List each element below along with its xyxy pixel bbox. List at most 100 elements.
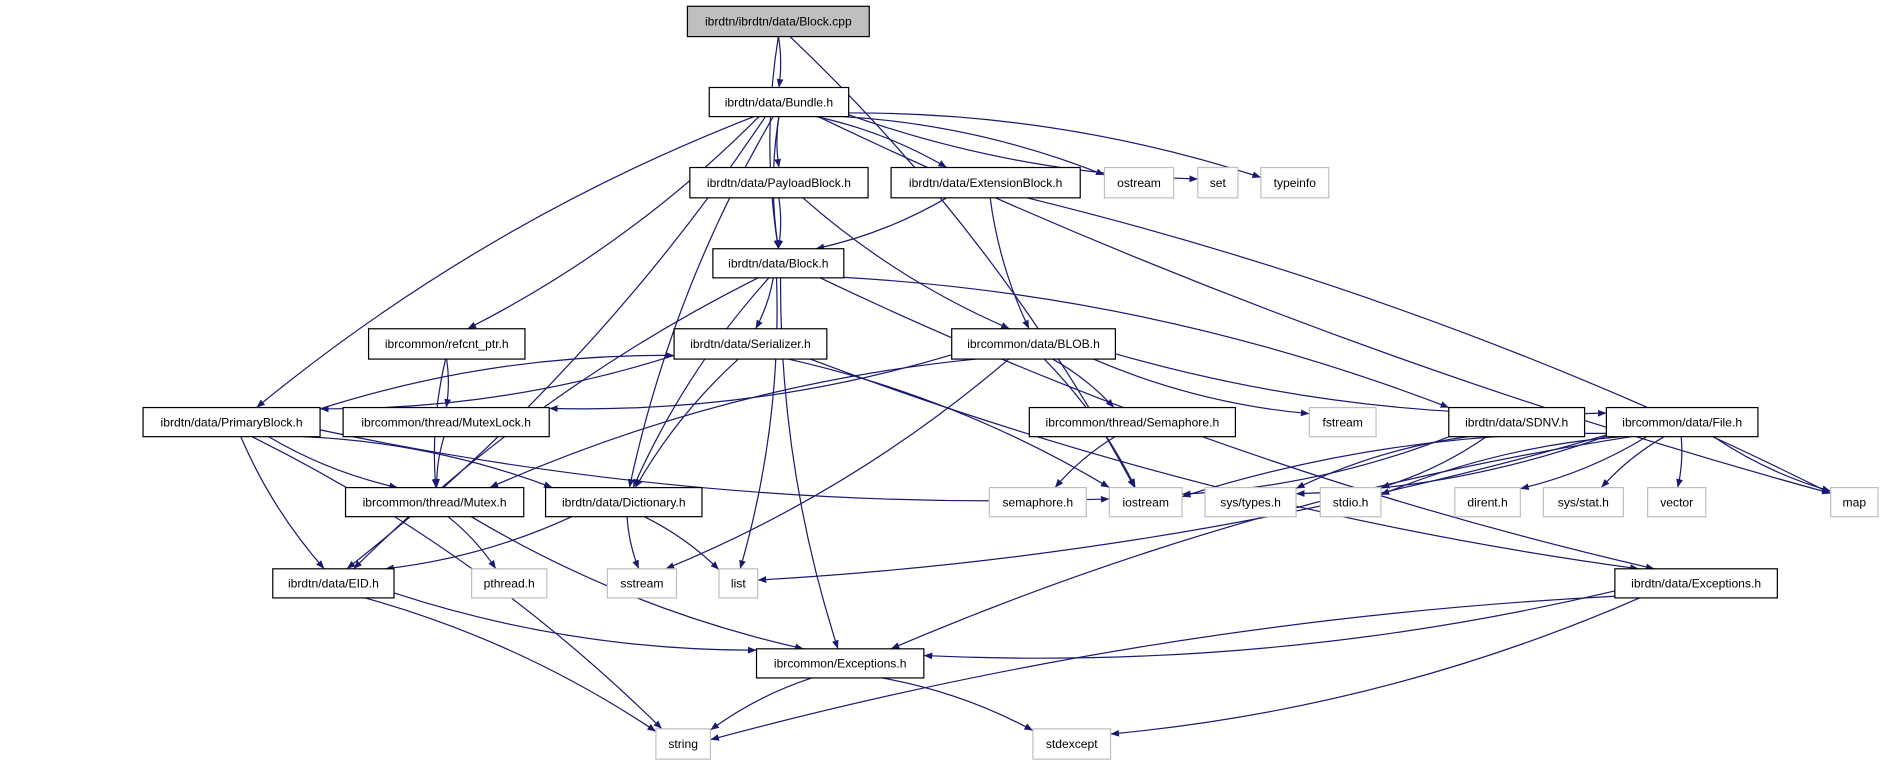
- edge-block_h-to-dtn_exceptions_h: [819, 277, 1655, 571]
- node-semaphore-hh[interactable]: ibrcommon/thread/Semaphore.h: [1028, 406, 1237, 438]
- node-box: [988, 486, 1087, 518]
- edge-blob_h-to-semaphore_hh: [1052, 358, 1115, 408]
- node-ostream: ostream: [1103, 166, 1175, 199]
- edge-extensionblock_h-to-blob_h: [989, 197, 1030, 330]
- node-label: ibrdtn/data/EID.h: [288, 577, 379, 591]
- edge-payloadblock_h-to-blob_h: [802, 197, 1010, 330]
- node-label: pthread.h: [484, 577, 535, 591]
- node-semaphore-sys: semaphore.h: [988, 486, 1087, 518]
- node-label: semaphore.h: [1002, 495, 1073, 509]
- node-label: sstream: [620, 577, 663, 591]
- node-block-cpp[interactable]: ibrdtn/ibrdtn/data/Block.cpp: [686, 5, 870, 38]
- edge-bundle_h-to-refcnt_ptr_h: [467, 116, 760, 330]
- node-label: ibrcommon/thread/Mutex.h: [363, 495, 507, 509]
- node-box: [1830, 486, 1879, 518]
- node-refcnt-ptr-h[interactable]: ibrcommon/refcnt_ptr.h: [367, 328, 526, 360]
- node-extensionblock-h[interactable]: ibrdtn/data/ExtensionBlock.h: [890, 166, 1081, 199]
- edge-bundle_h-to-dictionary_h: [627, 116, 774, 488]
- node-label: set: [1210, 176, 1227, 190]
- edge-file_h-to-list: [757, 434, 1607, 583]
- node-label: ibrdtn/data/Block.h: [728, 257, 828, 271]
- edge-common_exceptions_h-to-string: [710, 677, 813, 731]
- node-dtn-exceptions-h[interactable]: ibrdtn/data/Exceptions.h: [1614, 568, 1778, 599]
- node-file-h[interactable]: ibrcommon/data/File.h: [1605, 406, 1759, 438]
- edge-serializer_h-to-dictionary_h: [634, 358, 739, 488]
- node-sys-types: sys/types.h: [1204, 486, 1297, 518]
- node-bundle-h[interactable]: ibrdtn/data/Bundle.h: [708, 86, 850, 118]
- edge-primaryblock_h-to-dictionary_h: [302, 436, 553, 489]
- edge-eid_h-to-string: [364, 597, 657, 732]
- node-blob-h[interactable]: ibrcommon/data/BLOB.h: [951, 328, 1116, 360]
- node-box: [1448, 406, 1586, 438]
- node-box: [1103, 166, 1175, 199]
- node-dirent: dirent.h: [1454, 486, 1521, 518]
- node-label: ibrdtn/data/PayloadBlock.h: [707, 176, 851, 190]
- node-vector: vector: [1647, 486, 1707, 518]
- node-label: list: [731, 577, 746, 591]
- node-box: [1308, 406, 1377, 438]
- edge-semaphore_hh-to-semaphore_sys: [1054, 436, 1116, 488]
- edge-dtn_exceptions_h-to-stdexcept: [1110, 597, 1640, 737]
- node-label: ibrdtn/data/Exceptions.h: [1631, 577, 1761, 591]
- node-label: ibrcommon/data/BLOB.h: [967, 337, 1100, 351]
- edge-mutex_h-to-pthread: [447, 516, 497, 570]
- edge-file_h-to-map: [1713, 436, 1831, 493]
- node-common-exceptions-h[interactable]: ibrcommon/Exceptions.h: [755, 648, 925, 679]
- node-label: map: [1843, 495, 1867, 509]
- node-box: [142, 406, 321, 438]
- node-label: ibrdtn/data/Serializer.h: [690, 337, 811, 351]
- node-box: [342, 406, 550, 438]
- node-serializer-h[interactable]: ibrdtn/data/Serializer.h: [673, 328, 828, 360]
- node-mutexlock-h[interactable]: ibrcommon/thread/MutexLock.h: [342, 406, 550, 438]
- node-iostream: iostream: [1108, 486, 1183, 518]
- edge-primaryblock_h-to-string: [251, 436, 663, 730]
- node-stdio: stdio.h: [1319, 486, 1382, 518]
- edge-file_h-to-sys_stat: [1600, 436, 1665, 488]
- node-label: ibrdtn/ibrdtn/data/Block.cpp: [705, 15, 852, 29]
- node-sstream: sstream: [606, 568, 678, 599]
- node-box: [1197, 166, 1239, 199]
- node-mutex-h[interactable]: ibrcommon/thread/Mutex.h: [344, 486, 525, 518]
- node-box: [1108, 486, 1183, 518]
- edge-mutexlock_h-to-mutex_h: [433, 436, 445, 488]
- node-box: [1319, 486, 1382, 518]
- node-label: sys/types.h: [1220, 495, 1281, 509]
- node-box: [1454, 486, 1521, 518]
- node-label: ibrdtn/data/Dictionary.h: [562, 495, 686, 509]
- node-dictionary-h[interactable]: ibrdtn/data/Dictionary.h: [544, 486, 703, 518]
- node-label: stdexcept: [1046, 737, 1098, 751]
- node-label: ibrcommon/thread/Semaphore.h: [1046, 415, 1220, 429]
- node-label: iostream: [1122, 495, 1168, 509]
- node-payloadblock-h[interactable]: ibrdtn/data/PayloadBlock.h: [689, 166, 869, 199]
- node-map: map: [1830, 486, 1879, 518]
- edges-layer: [240, 36, 1831, 741]
- edge-file_h-to-common_exceptions_h: [890, 436, 1632, 650]
- node-label: dirent.h: [1467, 495, 1507, 509]
- node-label: fstream: [1323, 415, 1363, 429]
- node-box: [544, 486, 703, 518]
- node-sdnv-h[interactable]: ibrdtn/data/SDNV.h: [1448, 406, 1586, 438]
- node-primaryblock-h[interactable]: ibrdtn/data/PrimaryBlock.h: [142, 406, 321, 438]
- node-box: [272, 568, 395, 599]
- node-box: [367, 328, 526, 360]
- node-box: [655, 728, 712, 760]
- node-eid-h[interactable]: ibrdtn/data/EID.h: [272, 568, 395, 599]
- node-box: [890, 166, 1081, 199]
- node-stdexcept: stdexcept: [1032, 728, 1112, 760]
- edge-file_h-to-vector: [1676, 436, 1683, 488]
- node-block-h[interactable]: ibrdtn/data/Block.h: [712, 248, 845, 279]
- node-label: ibrdtn/data/PrimaryBlock.h: [161, 415, 303, 429]
- node-box: [708, 86, 850, 118]
- edge-bundle_h-to-typeinfo: [848, 112, 1262, 178]
- edge-dtn_exceptions_h-to-common_exceptions_h: [923, 590, 1616, 660]
- edge-payloadblock_h-to-block_h: [776, 197, 784, 249]
- node-label: ostream: [1117, 176, 1161, 190]
- edge-bundle_h-to-primaryblock_h: [256, 116, 755, 409]
- edge-block_cpp-to-bundle_h: [776, 36, 784, 88]
- node-label: sys/stat.h: [1558, 495, 1609, 509]
- node-box: [1032, 728, 1112, 760]
- node-fstream: fstream: [1308, 406, 1377, 438]
- edge-extensionblock_h-to-map: [1026, 197, 1831, 494]
- edge-block_h-to-sdnv_h: [843, 276, 1450, 409]
- edge-common_exceptions_h-to-stdexcept: [881, 677, 1034, 732]
